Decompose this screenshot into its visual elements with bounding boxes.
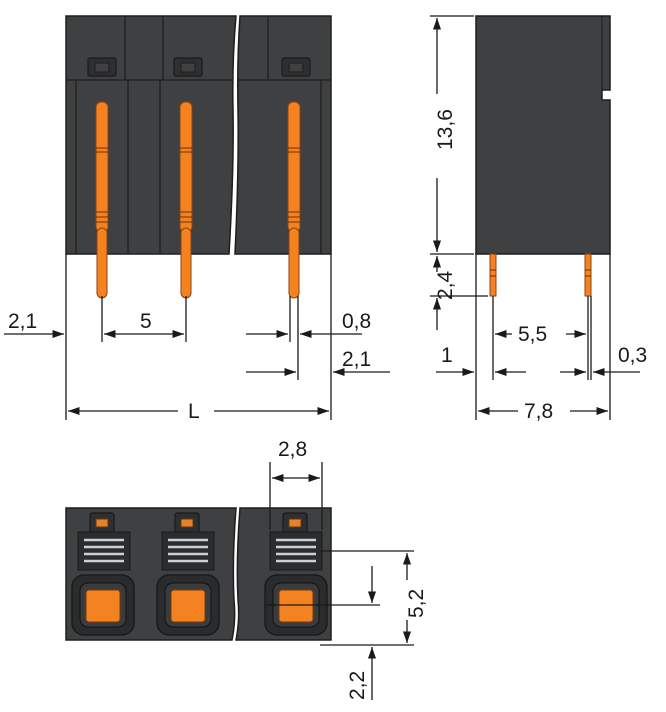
front-housing-right xyxy=(234,15,332,255)
dim-overall-length: L xyxy=(188,400,200,423)
dim-pin-length: 2,4 xyxy=(434,270,457,300)
side-housing xyxy=(475,15,611,255)
dim-side-left: 1 xyxy=(441,344,453,367)
dim-side-height: 13,6 xyxy=(434,109,457,150)
side-view: 13,6 2,4 5,5 1 0,3 7,8 xyxy=(430,15,647,423)
button-1 xyxy=(71,574,135,636)
dim-side-right: 0,3 xyxy=(618,344,647,367)
dim-bottom-height: 5,2 xyxy=(405,589,428,618)
button-2 xyxy=(156,574,220,636)
bottom-view: 2,8 5,2 2,2 xyxy=(65,438,428,700)
pin-1 xyxy=(95,101,109,299)
front-view: 2,1 5 0,8 2,1 L xyxy=(4,15,390,423)
dim-bottom-offset: 2,2 xyxy=(346,671,369,700)
dim-side-width: 7,8 xyxy=(524,400,553,423)
dim-pin-spacing: 5,5 xyxy=(518,323,547,346)
front-housing-left xyxy=(65,15,237,255)
dim-pin-width: 0,8 xyxy=(342,310,371,333)
pin-3 xyxy=(287,101,301,299)
side-pins xyxy=(489,253,592,297)
grip-2 xyxy=(161,531,215,571)
dim-pitch: 5 xyxy=(140,310,152,333)
dim-front-right-offset: 2,1 xyxy=(342,348,371,371)
pin-2 xyxy=(179,101,193,299)
dim-bottom-width: 2,8 xyxy=(278,438,307,461)
dim-front-left-offset: 2,1 xyxy=(8,310,37,333)
grip-1 xyxy=(77,531,131,571)
grip-3 xyxy=(269,531,323,571)
front-pins xyxy=(95,101,301,299)
